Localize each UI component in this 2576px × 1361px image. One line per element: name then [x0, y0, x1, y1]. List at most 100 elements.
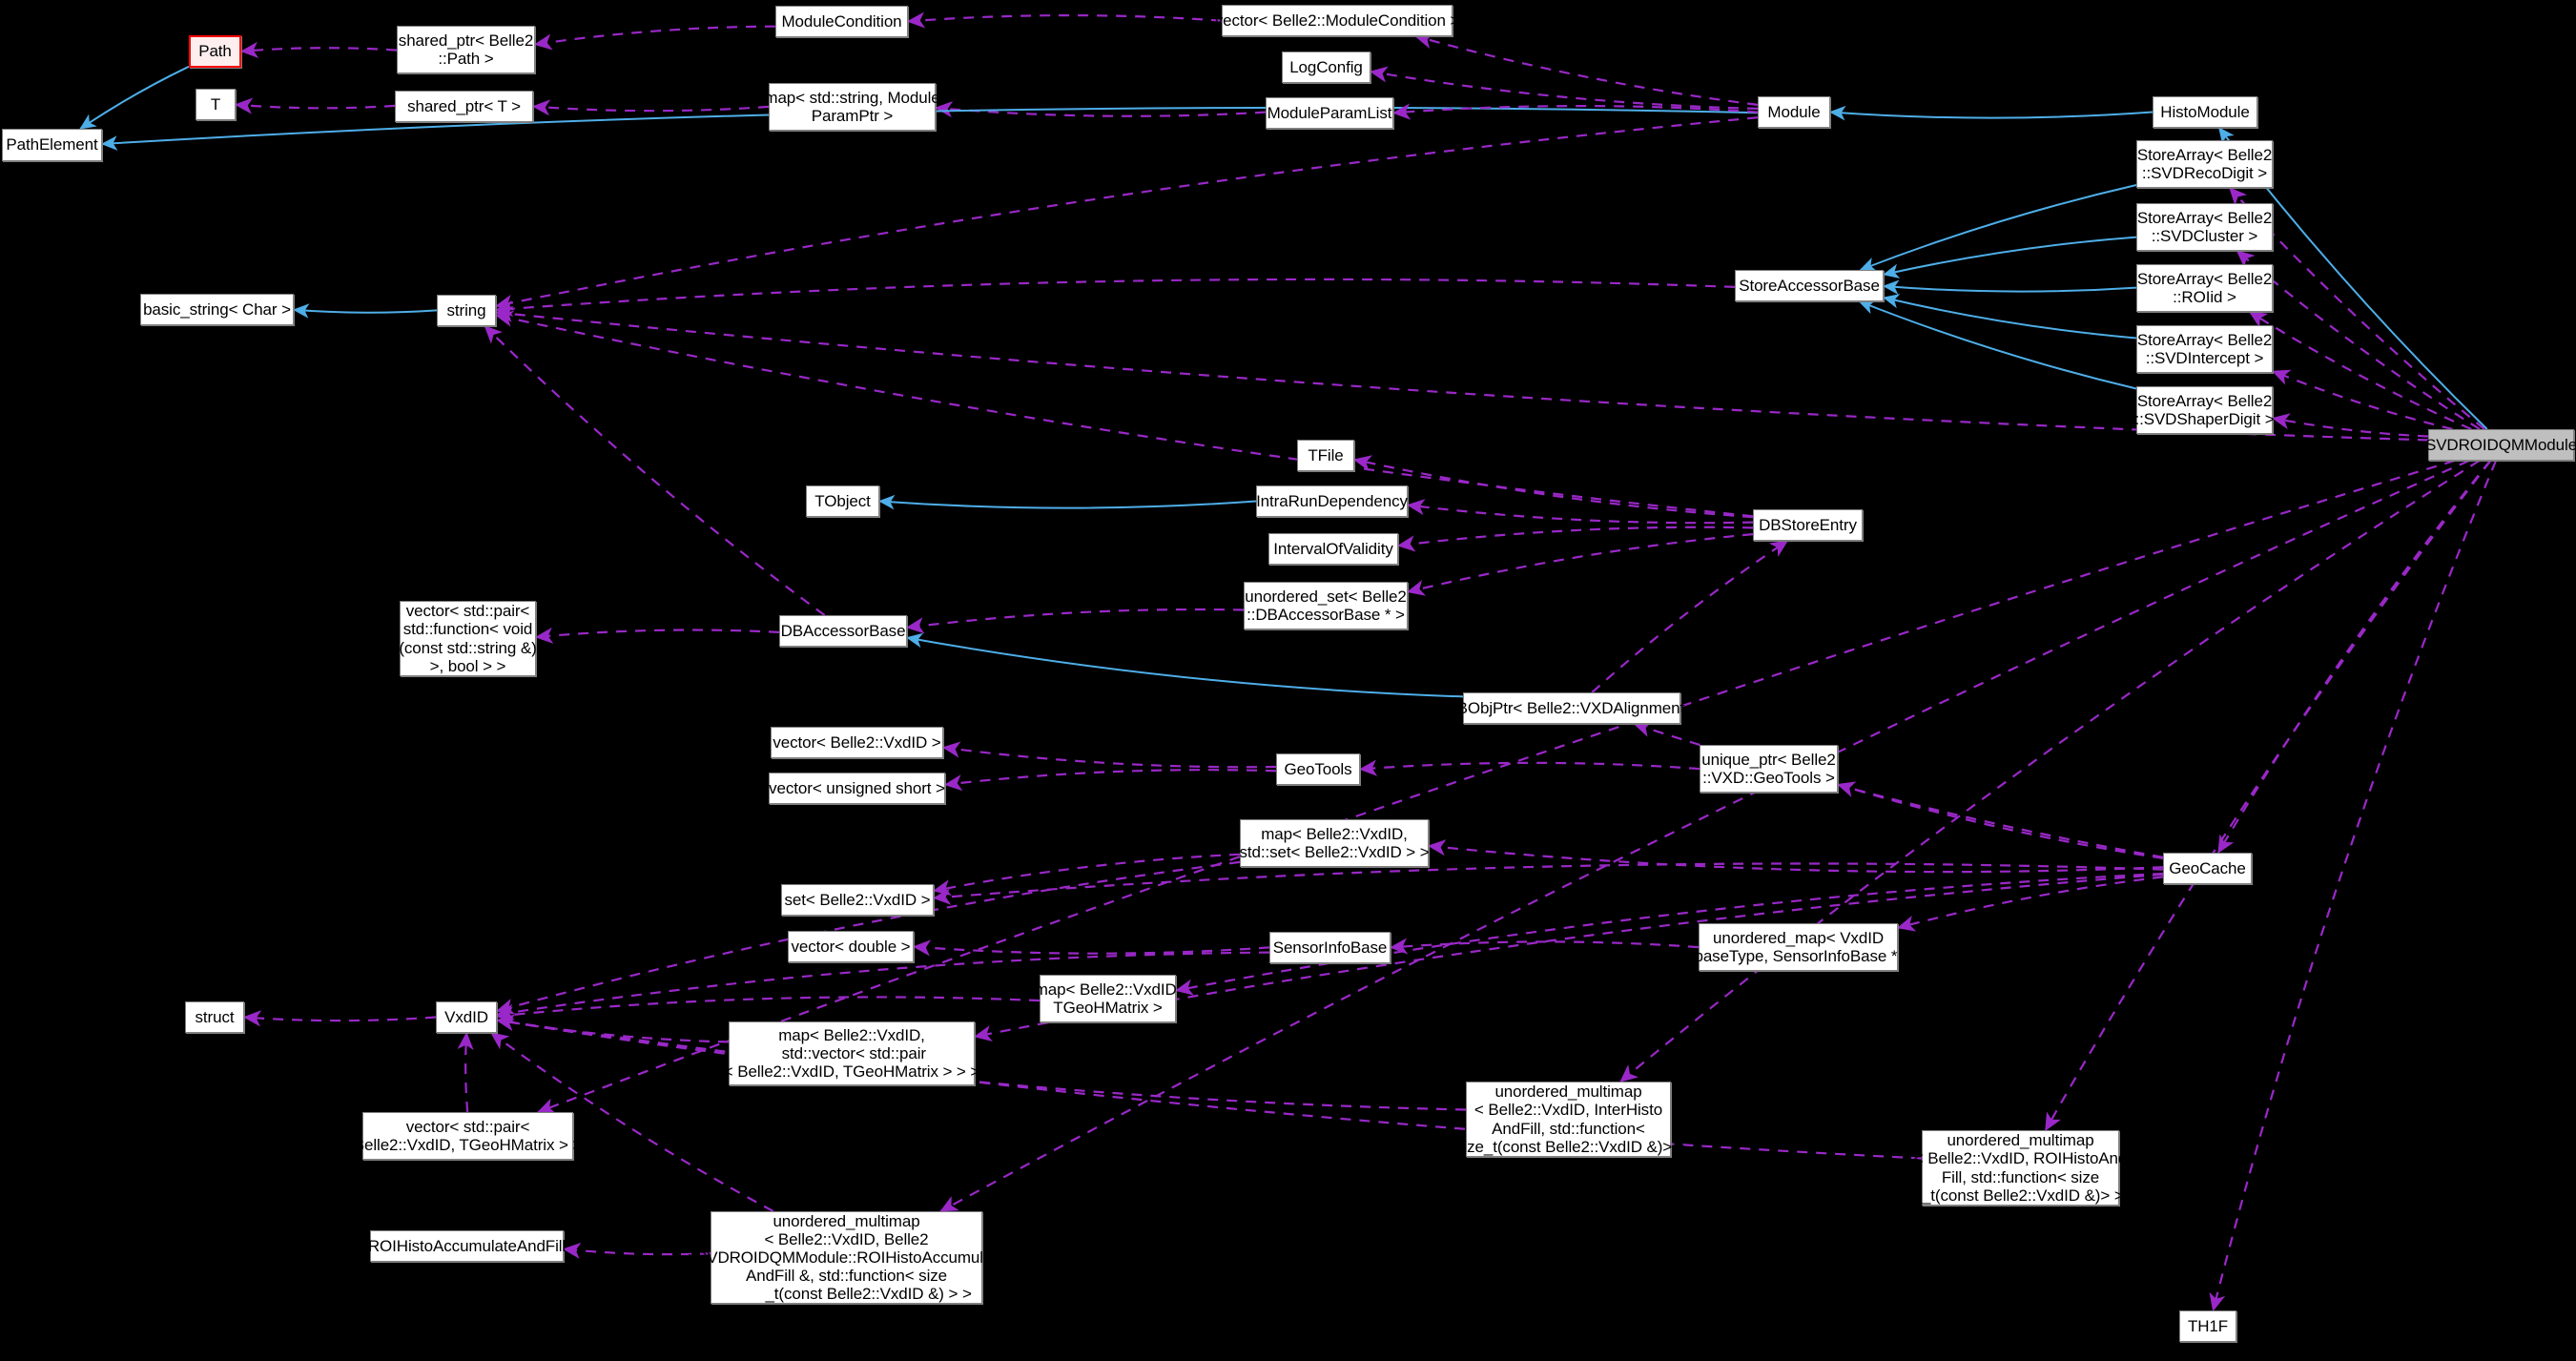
graph-edge-sensorinfobase-to-vector_double — [912, 939, 1270, 957]
graph-edge-string-to-basic_string — [293, 303, 438, 319]
graph-node-pathelement[interactable]: PathElement — [2, 129, 102, 161]
graph-node-sharedptr_path[interactable]: shared_ptr< Belle2 ::Path > — [397, 26, 535, 73]
graph-node-storeaccessorbase[interactable]: StoreAccessorBase — [1735, 270, 1884, 301]
graph-node-th1f[interactable]: TH1F — [2179, 1310, 2236, 1342]
graph-edge-svdroidqmmodule-to-unordered_multimap_roihisto — [2044, 460, 2492, 1131]
graph-node-modulecondition[interactable]: ModuleCondition — [775, 6, 908, 37]
graph-edge-unordered_map_sensorinfo-to-sensorinfobase — [1389, 938, 1700, 955]
graph-node-path[interactable]: Path — [189, 35, 241, 68]
graph-edge-dbobjptr_vxdalignment-to-dbaccessorbase — [906, 632, 1464, 698]
graph-node-vector_pair_tgeohmatrix[interactable]: vector< std::pair< Belle2::VxdID, TGeoHM… — [354, 1112, 582, 1160]
graph-node-unordered_set_dbaccessorbase[interactable]: unordered_set< Belle2 ::DBAccessorBase *… — [1244, 582, 1408, 629]
graph-edge-dbstoreentry-to-string — [494, 310, 1754, 518]
graph-node-vector_modulecondition[interactable]: vector< Belle2::ModuleCondition > — [1215, 5, 1459, 36]
graph-node-module[interactable]: Module — [1758, 96, 1830, 128]
graph-node-svdroidqmmodule[interactable]: SVDROIDQMModule — [2425, 429, 2576, 461]
graph-edge-path-to-pathelement — [79, 65, 190, 130]
graph-node-set_vxdid[interactable]: set< Belle2::VxdID > — [781, 884, 934, 916]
graph-edge-geotools-to-vector_vxdid — [941, 741, 1277, 769]
graph-edge-svdroidqmmodule-to-unordered_multimap_svdroidqm — [939, 459, 2470, 1212]
graph-edge-vector_modulecondition-to-modulecondition — [906, 11, 1223, 29]
graph-node-sa_svdcluster[interactable]: StoreArray< Belle2 ::SVDCluster > — [2136, 203, 2273, 251]
graph-node-map_vxdid_vector_pair[interactable]: map< Belle2::VxdID, std::vector< std::pa… — [724, 1021, 979, 1085]
graph-node-vector_double[interactable]: vector< double > — [788, 931, 914, 962]
graph-node-string[interactable]: string — [437, 295, 496, 326]
graph-edge-map_string_moduleparamptr-to-sharedptr_t — [531, 99, 770, 116]
graph-node-roihistoaccumulateandfill[interactable]: ROIHistoAccumulateAndFill — [368, 1230, 566, 1262]
graph-node-unordered_multimap_interhisto[interactable]: unordered_multimap < Belle2::VxdID, Inte… — [1455, 1082, 1686, 1157]
graph-node-intrarundependency[interactable]: IntraRunDependency — [1256, 485, 1408, 517]
graph-edge-sa_svdintercept-to-storeaccessorbase — [1883, 294, 2137, 340]
graph-edge-unordered_multimap_roihisto-to-vxdid — [495, 1014, 1923, 1160]
graph-node-dbaccessorbase[interactable]: DBAccessorBase — [779, 615, 907, 647]
graph-edge-map_vxdid_tgeohmatrix-to-vxdid — [495, 996, 1041, 1023]
graph-edge-dbstoreentry-to-tfile — [1352, 455, 1754, 519]
graph-edge-dbaccessorbase-to-string — [484, 325, 826, 616]
graph-node-sa_roiid[interactable]: StoreArray< Belle2 ::ROIid > — [2136, 264, 2273, 312]
graph-edge-sharedptr_path-to-path — [239, 41, 398, 58]
graph-node-intervalofvalidity[interactable]: IntervalOfValidity — [1268, 533, 1398, 565]
graph-node-tobject[interactable]: TObject — [806, 485, 879, 517]
graph-edge-storeaccessorbase-to-string — [494, 278, 1736, 318]
graph-edge-dbstoreentry-to-intrarundependency — [1406, 499, 1754, 525]
graph-node-vector_pair_function[interactable]: vector< std::pair< std::function< void (… — [399, 601, 537, 676]
graph-edge-geocache-to-uniqueptr_geotools — [1836, 781, 2164, 859]
graph-edge-vxdid-to-struct — [242, 1010, 437, 1027]
graph-edge-intrarundependency-to-tobject — [878, 494, 1257, 510]
graph-node-unordered_multimap_roihisto[interactable]: unordered_multimap < Belle2::VxdID, ROIH… — [1913, 1130, 2128, 1206]
graph-edge-geocache-to-map_vxdid_set — [1427, 839, 2164, 874]
graph-node-unordered_multimap_svdroidqm[interactable]: unordered_multimap < Belle2::VxdID, Bell… — [687, 1211, 1006, 1304]
graph-node-moduleparamlist[interactable]: ModuleParamList — [1266, 97, 1393, 129]
graph-edge-sa_roiid-to-storeaccessorbase — [1883, 279, 2137, 296]
graph-edge-module-to-logconfig — [1369, 66, 1759, 110]
graph-edge-geotools-to-vector_unsigned_short — [943, 769, 1277, 792]
graph-edge-sa_svdrecodigit-to-storeaccessorbase — [1859, 184, 2137, 272]
graph-node-uniqueptr_geotools[interactable]: unique_ptr< Belle2 ::VXD::GeoTools > — [1700, 745, 1838, 793]
graph-edge-modulecondition-to-sharedptr_path — [533, 25, 776, 51]
graph-edge-vector_pair_tgeohmatrix-to-vxdid — [457, 1031, 474, 1113]
graph-edge-dbaccessorbase-to-vector_pair_function — [534, 627, 780, 644]
graph-node-unordered_map_sensorinfo[interactable]: unordered_map< VxdID ::baseType, SensorI… — [1685, 923, 1911, 971]
graph-node-sa_svdrecodigit[interactable]: StoreArray< Belle2 ::SVDRecoDigit > — [2136, 140, 2273, 188]
graph-node-vector_vxdid[interactable]: vector< Belle2::VxdID > — [771, 727, 943, 758]
graph-node-logconfig[interactable]: LogConfig — [1282, 52, 1370, 83]
graph-node-map_vxdid_tgeohmatrix[interactable]: map< Belle2::VxdID, TGeoHMatrix > — [1035, 975, 1181, 1022]
graph-edge-dbstoreentry-to-unordered_set_dbaccessorbase — [1406, 533, 1754, 596]
graph-node-t[interactable]: T — [196, 89, 236, 120]
graph-edge-map_vxdid_vector_pair-to-vxdid — [495, 1014, 730, 1043]
graph-node-dbobjptr_vxdalignment[interactable]: DBObjPtr< Belle2::VXDAlignment > — [1445, 692, 1699, 724]
graph-edge-module-to-moduleparamlist — [1391, 103, 1759, 120]
graph-edge-sa_svdcluster-to-storeaccessorbase — [1883, 236, 2137, 279]
graph-edge-moduleparamlist-to-map_string_moduleparamptr — [934, 101, 1267, 118]
graph-edge-svdroidqmmodule-to-geocache — [2216, 460, 2491, 854]
graph-node-vxdid[interactable]: VxdID — [436, 1001, 497, 1033]
graph-edge-unordered_multimap_interhisto-to-vxdid — [495, 1014, 1467, 1111]
graph-node-sharedptr_t[interactable]: shared_ptr< T > — [395, 91, 533, 122]
graph-node-map_string_moduleparamptr[interactable]: map< std::string, Module ParamPtr > — [764, 83, 940, 131]
graph-node-sensorinfobase[interactable]: SensorInfoBase — [1269, 932, 1391, 963]
graph-node-histomodule[interactable]: HistoModule — [2153, 96, 2257, 128]
graph-edge-dbobjptr_vxdalignment-to-dbstoreentry — [1591, 540, 1789, 693]
graph-node-sa_svdshaperdigit[interactable]: StoreArray< Belle2 ::SVDShaperDigit > — [2134, 386, 2275, 434]
graph-node-vector_unsigned_short[interactable]: vector< unsigned short > — [769, 773, 945, 804]
graph-edge-geocache-to-set_vxdid — [932, 862, 2164, 905]
graph-edge-svdroidqmmodule-to-th1f — [2209, 460, 2498, 1312]
graph-edge-map_vxdid_set-to-set_vxdid — [932, 853, 1241, 897]
graph-edge-sharedptr_t-to-t — [234, 97, 396, 114]
graph-edge-geocache-to-unordered_map_sensorinfo — [1896, 876, 2164, 932]
graph-node-geocache[interactable]: GeoCache — [2163, 853, 2252, 884]
graph-node-geotools[interactable]: GeoTools — [1276, 753, 1360, 785]
graph-node-basic_string[interactable]: basic_string< Char > — [140, 294, 294, 325]
graph-node-tfile[interactable]: TFile — [1297, 440, 1354, 471]
graph-edge-uniqueptr_geotools-to-geotools — [1358, 759, 1700, 776]
graph-node-sa_svdintercept[interactable]: StoreArray< Belle2 ::SVDIntercept > — [2136, 325, 2273, 373]
graph-edge-svdroidqmmodule-to-sa_roiid — [2248, 311, 2472, 431]
graph-edge-module-to-vector_modulecondition — [1414, 32, 1759, 106]
graph-edge-unordered_set_dbaccessorbase-to-dbaccessorbase — [905, 608, 1245, 634]
graph-edge-svdroidqmmodule-to-sa_svdshaperdigit — [2271, 413, 2429, 438]
graph-node-map_vxdid_set[interactable]: map< Belle2::VxdID, std::set< Belle2::Vx… — [1239, 819, 1430, 867]
graph-node-dbstoreentry[interactable]: DBStoreEntry — [1753, 509, 1863, 541]
graph-node-struct[interactable]: struct — [185, 1001, 244, 1033]
graph-edge-dbstoreentry-to-intervalofvalidity — [1396, 526, 1754, 552]
